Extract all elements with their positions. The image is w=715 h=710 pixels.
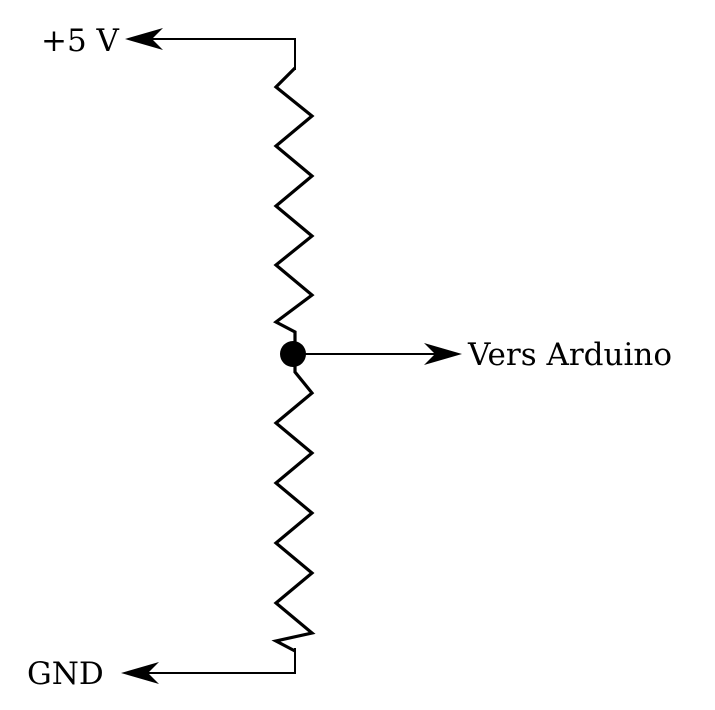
output-label: Vers Arduino xyxy=(467,337,672,373)
ground-label: GND xyxy=(27,656,104,692)
upper-resistor xyxy=(273,66,315,345)
supply-label: +5 V xyxy=(41,23,120,59)
supply-arrowhead xyxy=(125,28,163,50)
ground-arrowhead xyxy=(121,662,159,684)
lower-resistor xyxy=(271,360,316,653)
output-arrowhead xyxy=(424,343,462,365)
